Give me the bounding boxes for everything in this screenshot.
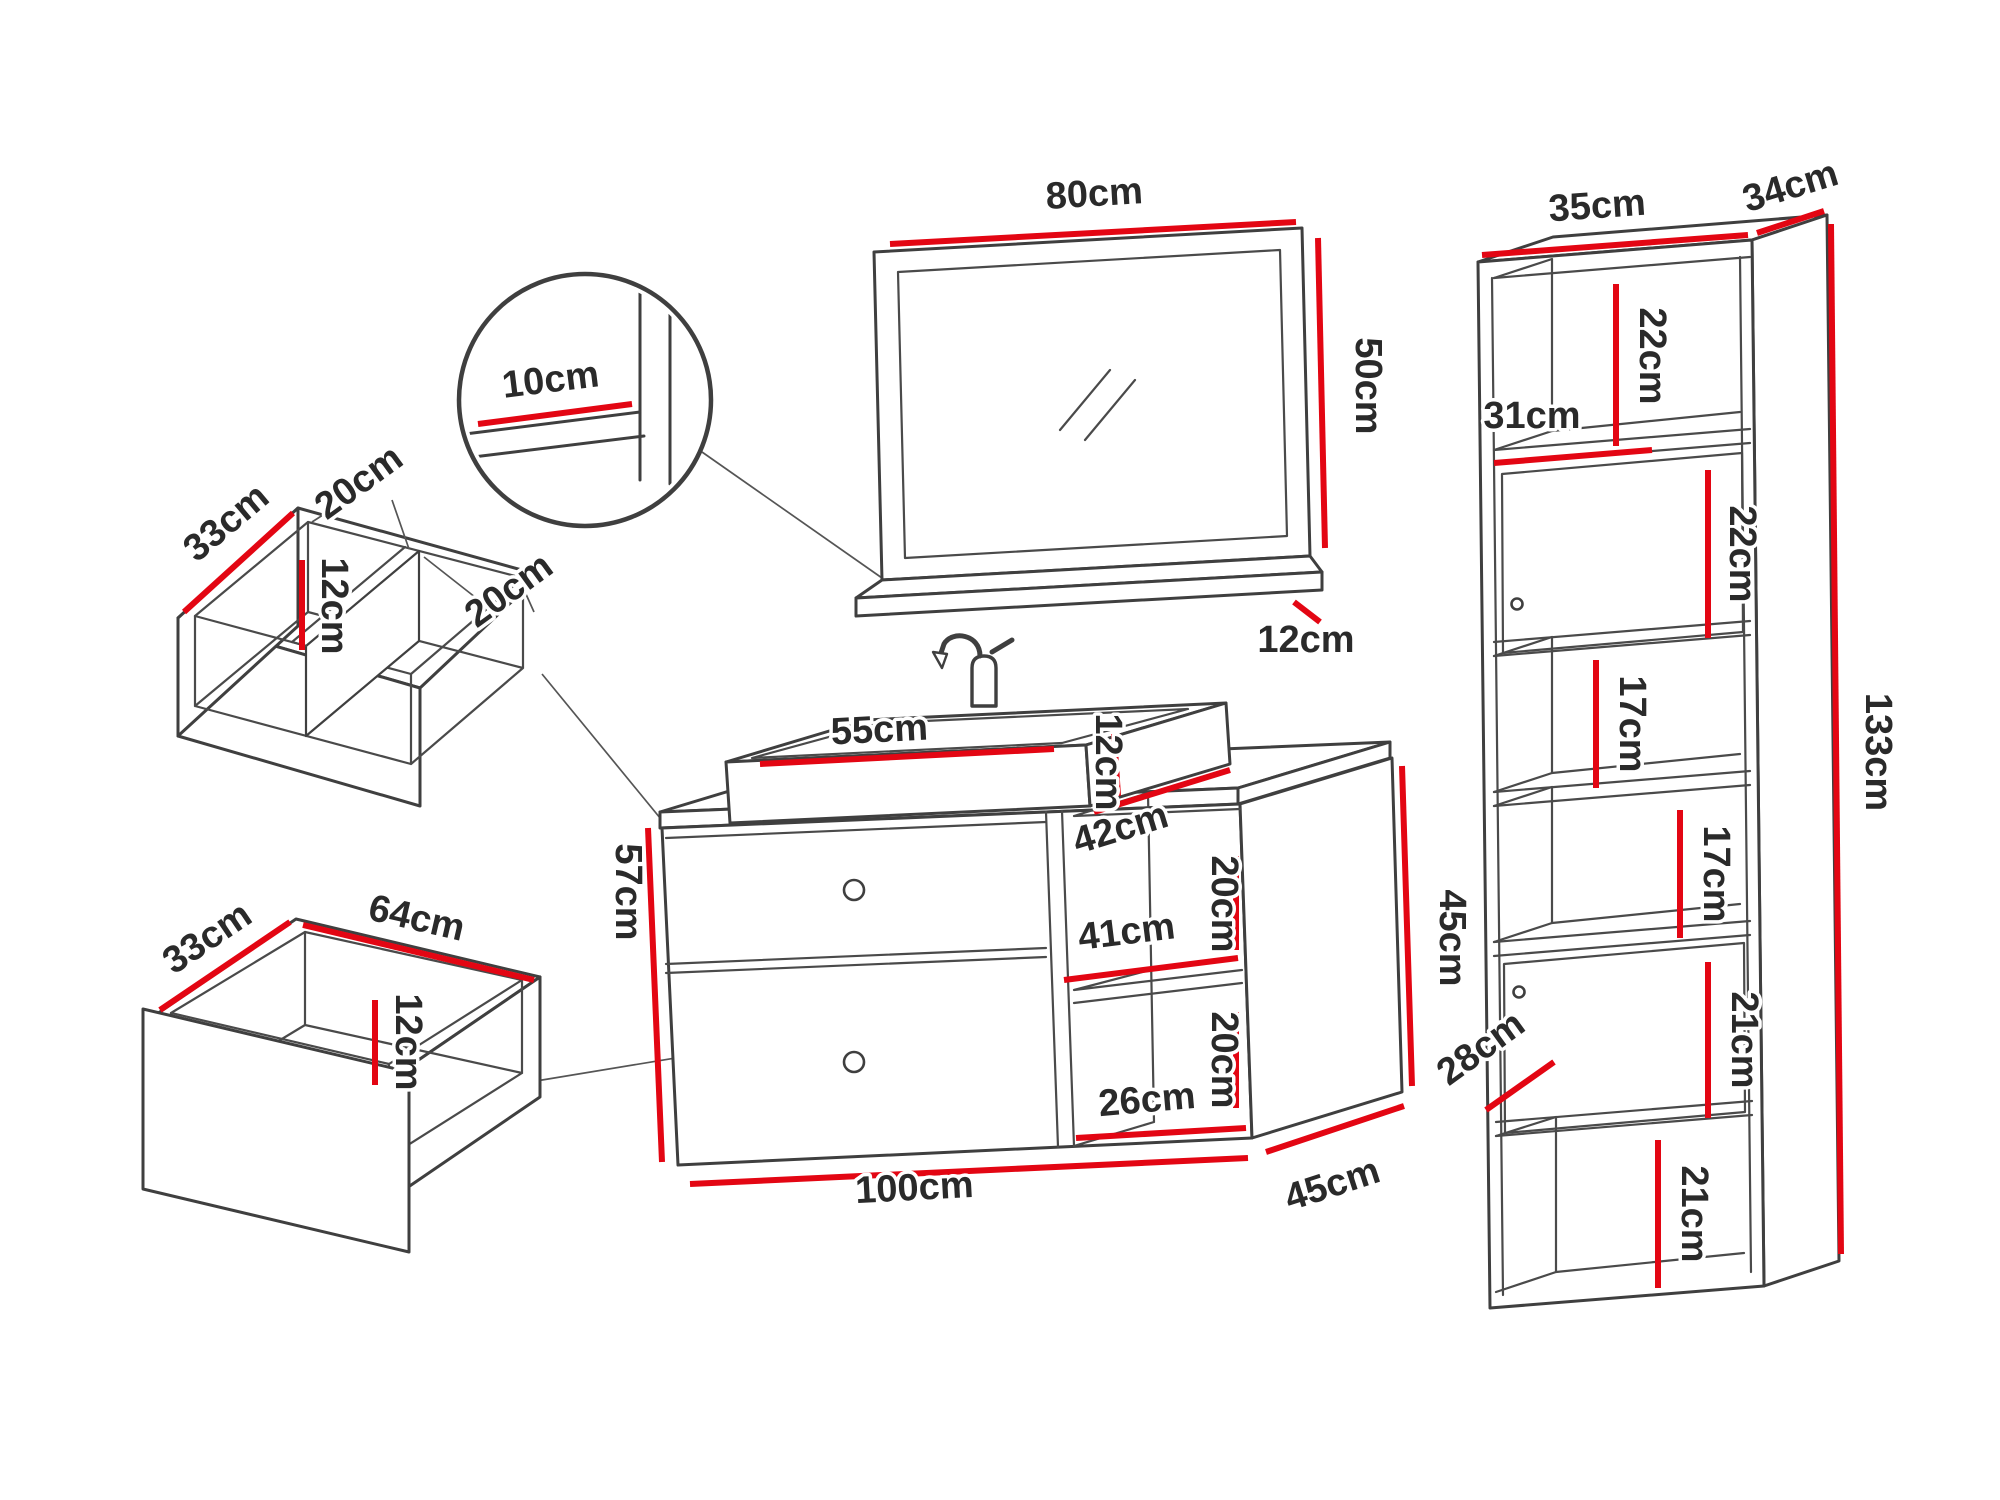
dim-label-niche-bottom-width: 26cm xyxy=(1097,1075,1197,1125)
dim-line-sink-depth xyxy=(1093,767,1231,815)
bottom-drawer-front-panel xyxy=(141,1007,411,1254)
vanity-drawer-gaps xyxy=(664,820,1048,975)
dim-line-vanity-width xyxy=(689,1155,1249,1187)
mirror xyxy=(854,226,1324,618)
dim-label-cabinet-shelf-width: 31cm xyxy=(1483,395,1580,437)
vanity xyxy=(658,633,1404,1167)
cabinet-door-upper xyxy=(1500,451,1745,655)
mirror-frame-inner xyxy=(896,248,1289,560)
dim-label-cabinet-c6: 21cm xyxy=(1673,1165,1715,1262)
cabinet-right-face xyxy=(1750,213,1841,1288)
dim-label-cabinet-c4: 17cm xyxy=(1695,825,1737,922)
dim-label-sink-width: 55cm xyxy=(830,707,929,754)
cabinet-open-compartment-4-interior xyxy=(1492,785,1742,944)
dim-label-vanity-left-height: 57cm xyxy=(607,843,649,940)
mirror-glass-shine xyxy=(1058,368,1137,442)
cabinet-open-compartment-1-interior xyxy=(1492,257,1742,452)
dim-line-vanity-right-height xyxy=(1399,765,1415,1087)
dim-line-top-drawer-depth xyxy=(181,510,296,615)
sink-basin-rim xyxy=(750,707,1190,760)
dim-label-mirror-ledge: 12cm xyxy=(1257,619,1354,661)
dim-label-cabinet-c1: 22cm xyxy=(1631,307,1673,404)
dim-line-detail-shelf xyxy=(477,401,633,427)
dim-line-bottom-drawer-width xyxy=(302,922,535,983)
dim-line-mirror-ledge xyxy=(1292,599,1322,625)
mirror-frame xyxy=(872,226,1312,582)
dim-label-cabinet-c2: 22cm xyxy=(1721,505,1763,602)
dim-line-niche-bottom-width xyxy=(1075,1125,1247,1141)
faucet-spout xyxy=(937,633,983,659)
vanity-bottom-drawer-knob xyxy=(842,1050,866,1074)
dim-label-cabinet-height: 133cm xyxy=(1857,693,1899,811)
top-drawer xyxy=(176,499,542,808)
dim-line-vanity-left-height xyxy=(645,827,665,1163)
mirror-detail-callout xyxy=(456,271,714,529)
dim-label-cabinet-c5: 21cm xyxy=(1723,991,1765,1088)
dim-line-vanity-depth xyxy=(1265,1103,1405,1155)
faucet-body xyxy=(970,654,998,708)
cabinet-open-compartment-3-interior xyxy=(1492,635,1742,794)
vanity-right-face xyxy=(1238,756,1404,1140)
cabinet-lower-door-knob xyxy=(1512,985,1526,999)
dim-line-mirror-height xyxy=(1315,237,1328,549)
dim-line-niche-shelf-width xyxy=(1063,955,1239,983)
cabinet-front-inner-frame xyxy=(1490,255,1753,1297)
dim-label-vanity-right-height: 45cm xyxy=(1431,889,1473,986)
dim-line-cabinet-height xyxy=(1828,223,1844,1255)
top-drawer-inner-walls xyxy=(193,520,525,766)
detail-shelf-edge xyxy=(465,410,646,460)
dim-label-vanity-width: 100cm xyxy=(854,1164,974,1212)
top-drawer-right-width-leaders xyxy=(423,556,535,613)
faucet-lever xyxy=(989,637,1015,655)
faucet-nozzle xyxy=(931,650,949,670)
top-drawer-divider xyxy=(304,549,421,738)
dim-label-cabinet-width: 35cm xyxy=(1547,182,1647,231)
dim-label-mirror-width: 80cm xyxy=(1044,170,1144,218)
faucet xyxy=(931,633,1015,708)
dim-label-sink-height: 12cm xyxy=(1087,713,1129,810)
sink-right-face xyxy=(1084,701,1232,808)
dim-label-vanity-depth: 45cm xyxy=(1280,1150,1385,1220)
vanity-top-drawer-knob xyxy=(842,878,866,902)
dim-line-mirror-width xyxy=(889,219,1297,247)
dim-label-mirror-height: 50cm xyxy=(1347,337,1389,434)
dim-label-bottom-drawer-height: 12cm xyxy=(387,993,429,1090)
dim-line-cabinet-inner-depth xyxy=(1484,1059,1556,1113)
dimension-lines xyxy=(158,208,1844,1288)
dim-line-sink-width xyxy=(759,746,1055,767)
cabinet-front-face xyxy=(1476,238,1766,1310)
dim-label-top-drawer-left-width: 20cm xyxy=(307,437,410,528)
dim-line-cabinet-shelf-width xyxy=(1493,447,1653,466)
dim-label-cabinet-c3: 17cm xyxy=(1611,675,1653,772)
dim-label-cabinet-depth: 34cm xyxy=(1738,152,1843,221)
tall-cabinet xyxy=(1476,213,1841,1310)
dim-label-niche-upper-height: 20cm xyxy=(1203,855,1245,952)
mirror-shelf-front xyxy=(854,570,1324,618)
dim-line-cabinet-width xyxy=(1481,232,1749,258)
top-drawer-left-width-leaders xyxy=(311,499,410,550)
leader-detail-to-mirror xyxy=(701,451,883,579)
cabinet-door-lower xyxy=(1502,941,1747,1135)
detail-circle xyxy=(456,271,714,529)
dim-line-bottom-drawer-depth xyxy=(158,919,292,1013)
dim-label-top-drawer-height: 12cm xyxy=(313,557,355,654)
dim-label-niche-lower-height: 20cm xyxy=(1203,1011,1245,1108)
cabinet-upper-door-knob xyxy=(1510,597,1524,611)
dim-line-sink-height xyxy=(1111,733,1121,797)
dim-line-cabinet-depth xyxy=(1756,208,1825,236)
cabinet-open-compartment-6-interior xyxy=(1494,1115,1746,1294)
